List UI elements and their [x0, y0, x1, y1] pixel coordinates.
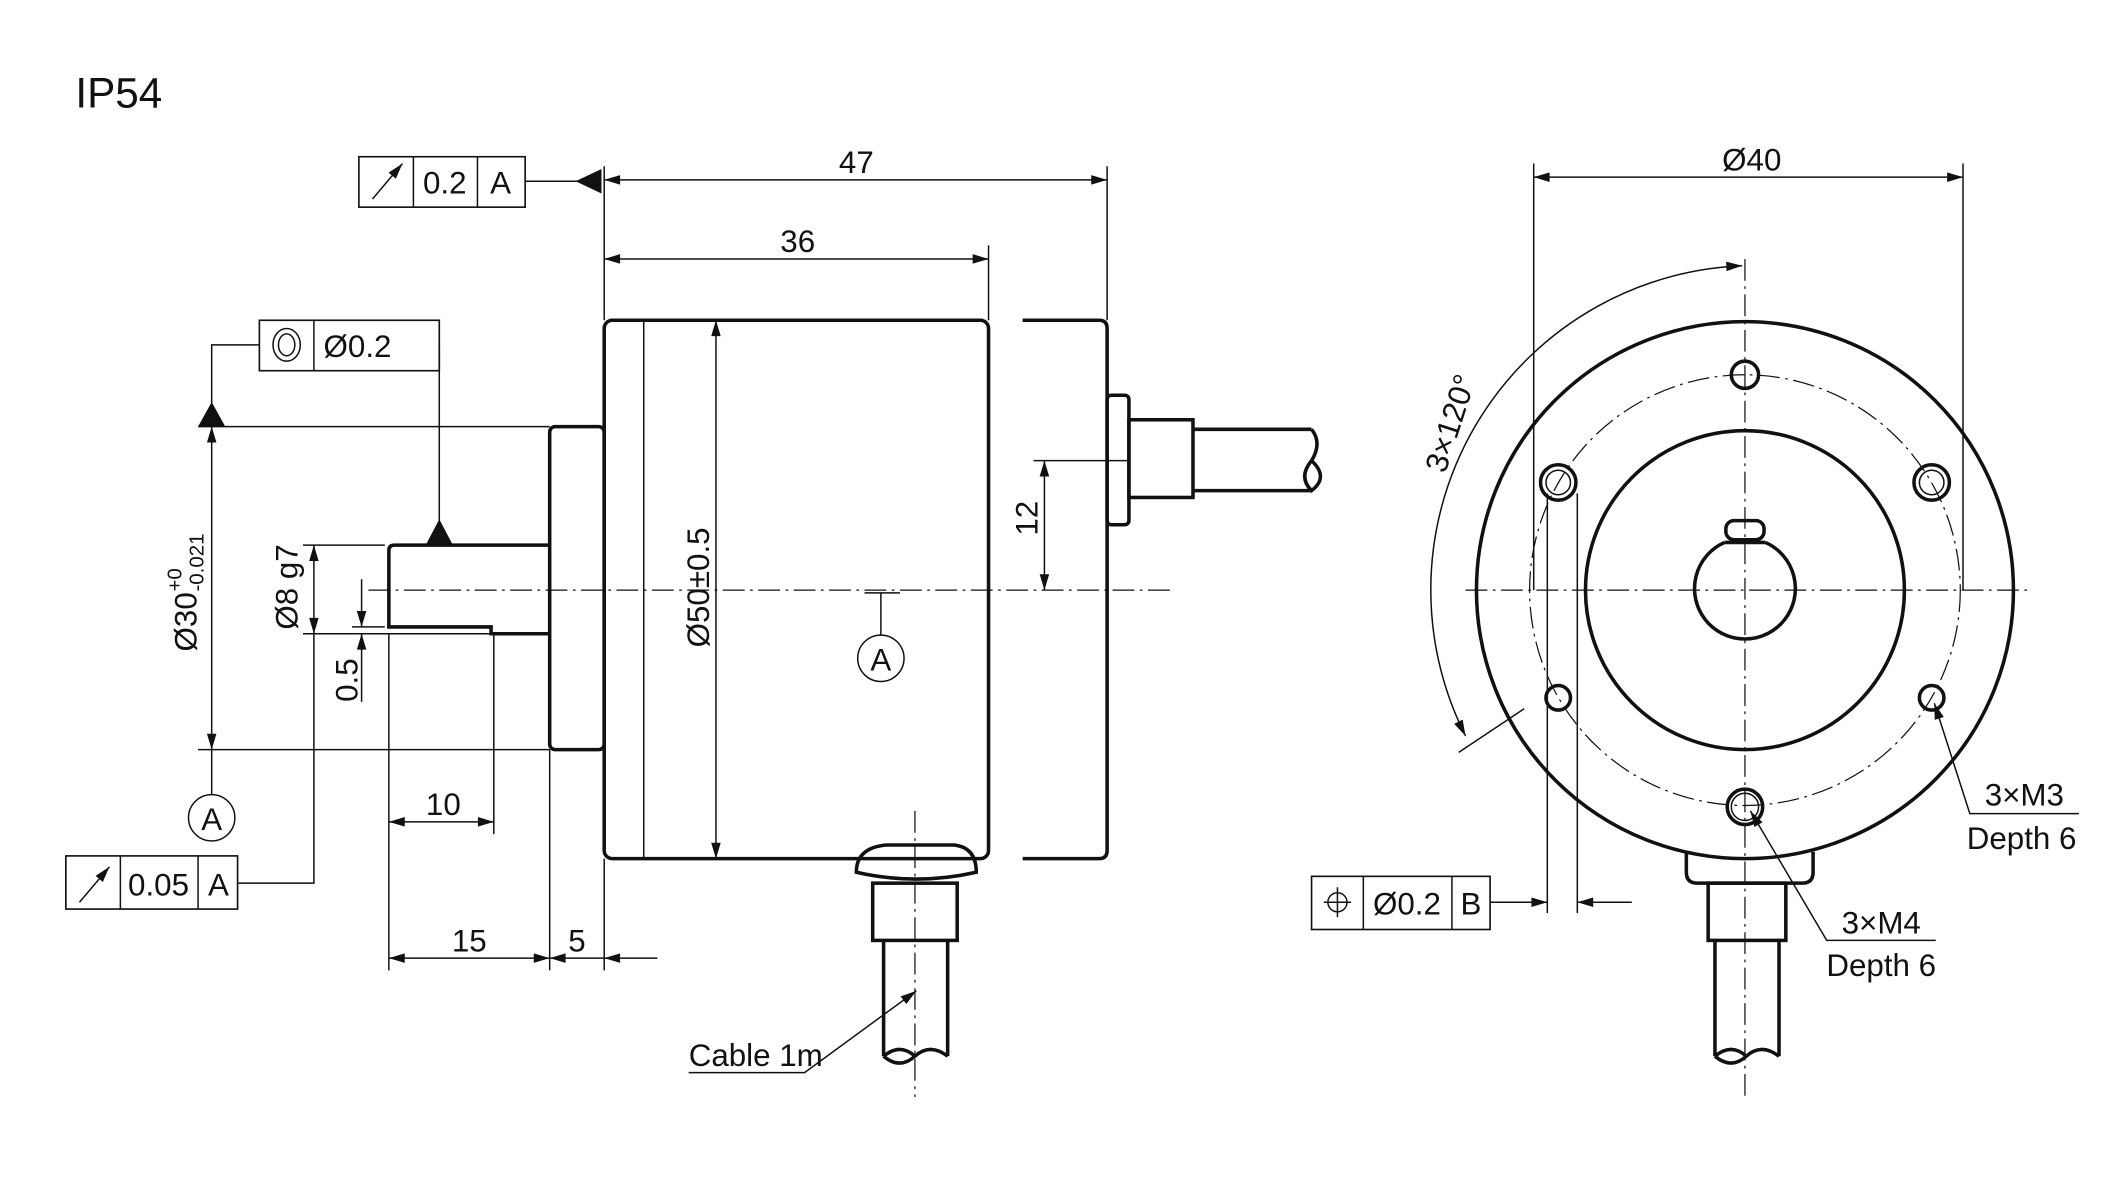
- cable-label: Cable 1m: [689, 1038, 823, 1073]
- dim-shaft-length: 15: [452, 923, 487, 958]
- fcf-datum: A: [208, 867, 229, 902]
- hole-m3-label: 3×M3: [1985, 777, 2064, 812]
- fcf-value: 0.2: [423, 166, 467, 201]
- dim-flange-diameter: Ø30: [169, 592, 204, 651]
- dim-flange-tol-upper: +0: [164, 568, 187, 591]
- fcf-value: 0.05: [128, 867, 189, 902]
- front-view: Ø40 3×120° Ø0.2 B 3×M3 Depth 6 3×M4: [1310, 142, 2079, 1098]
- concentricity-icon: [272, 327, 302, 362]
- hole-m4-label: 3×M4: [1842, 906, 1921, 941]
- side-view: 47 36 0.2 A Ø0.2: [65, 145, 1323, 1098]
- dim-body-diameter: Ø50±0.5: [681, 527, 716, 647]
- fcf-position: Ø0.2 B: [1310, 493, 1632, 931]
- fcf-value: Ø0.2: [1373, 887, 1441, 922]
- fcf-value: Ø0.2: [324, 329, 392, 364]
- datum-label: A: [201, 802, 222, 837]
- dim-flat-depth: 0.5: [330, 658, 365, 702]
- datum-a-symbol: [856, 634, 905, 683]
- runout-arrow-icon: [371, 163, 404, 200]
- flange: [547, 424, 606, 752]
- fcf-runout-top: 0.2 A: [358, 155, 602, 208]
- fcf-datum: A: [490, 166, 511, 201]
- dim-overall-length: 47: [839, 145, 874, 180]
- position-icon: [1323, 887, 1352, 918]
- mount-hole-m3: [1917, 683, 1946, 712]
- fcf-runout-bottom: 0.05 A: [65, 633, 315, 910]
- mount-hole-m4: [1725, 787, 1765, 827]
- dim-flange-tol-lower: -0.021: [186, 534, 209, 592]
- hole-m3-depth: Depth 6: [1967, 821, 2077, 856]
- housing-body: [602, 318, 991, 861]
- datum-label: A: [870, 643, 891, 678]
- shaft: [387, 543, 550, 636]
- dim-flat-length: 10: [426, 787, 461, 822]
- rear-housing: [1022, 318, 1109, 861]
- mount-hole-m3: [1544, 683, 1573, 712]
- dim-angle: 3×120°: [1418, 370, 1482, 476]
- fcf-concentricity: Ø0.2: [198, 319, 453, 546]
- fcf-datum: B: [1461, 887, 1482, 922]
- datum-a-symbol: [187, 793, 236, 842]
- runout-arrow-icon: [78, 866, 111, 903]
- dim-flange-thickness: 5: [568, 923, 585, 958]
- dim-rear-offset: 12: [1010, 501, 1045, 536]
- dim-bolt-circle: Ø40: [1722, 142, 1781, 177]
- dim-shaft-diameter: Ø8 g7: [270, 544, 305, 629]
- dim-body-length: 36: [780, 224, 815, 259]
- hole-m4-depth: Depth 6: [1826, 948, 1936, 983]
- mount-hole: [1912, 462, 1952, 502]
- title-ip54: IP54: [75, 70, 162, 117]
